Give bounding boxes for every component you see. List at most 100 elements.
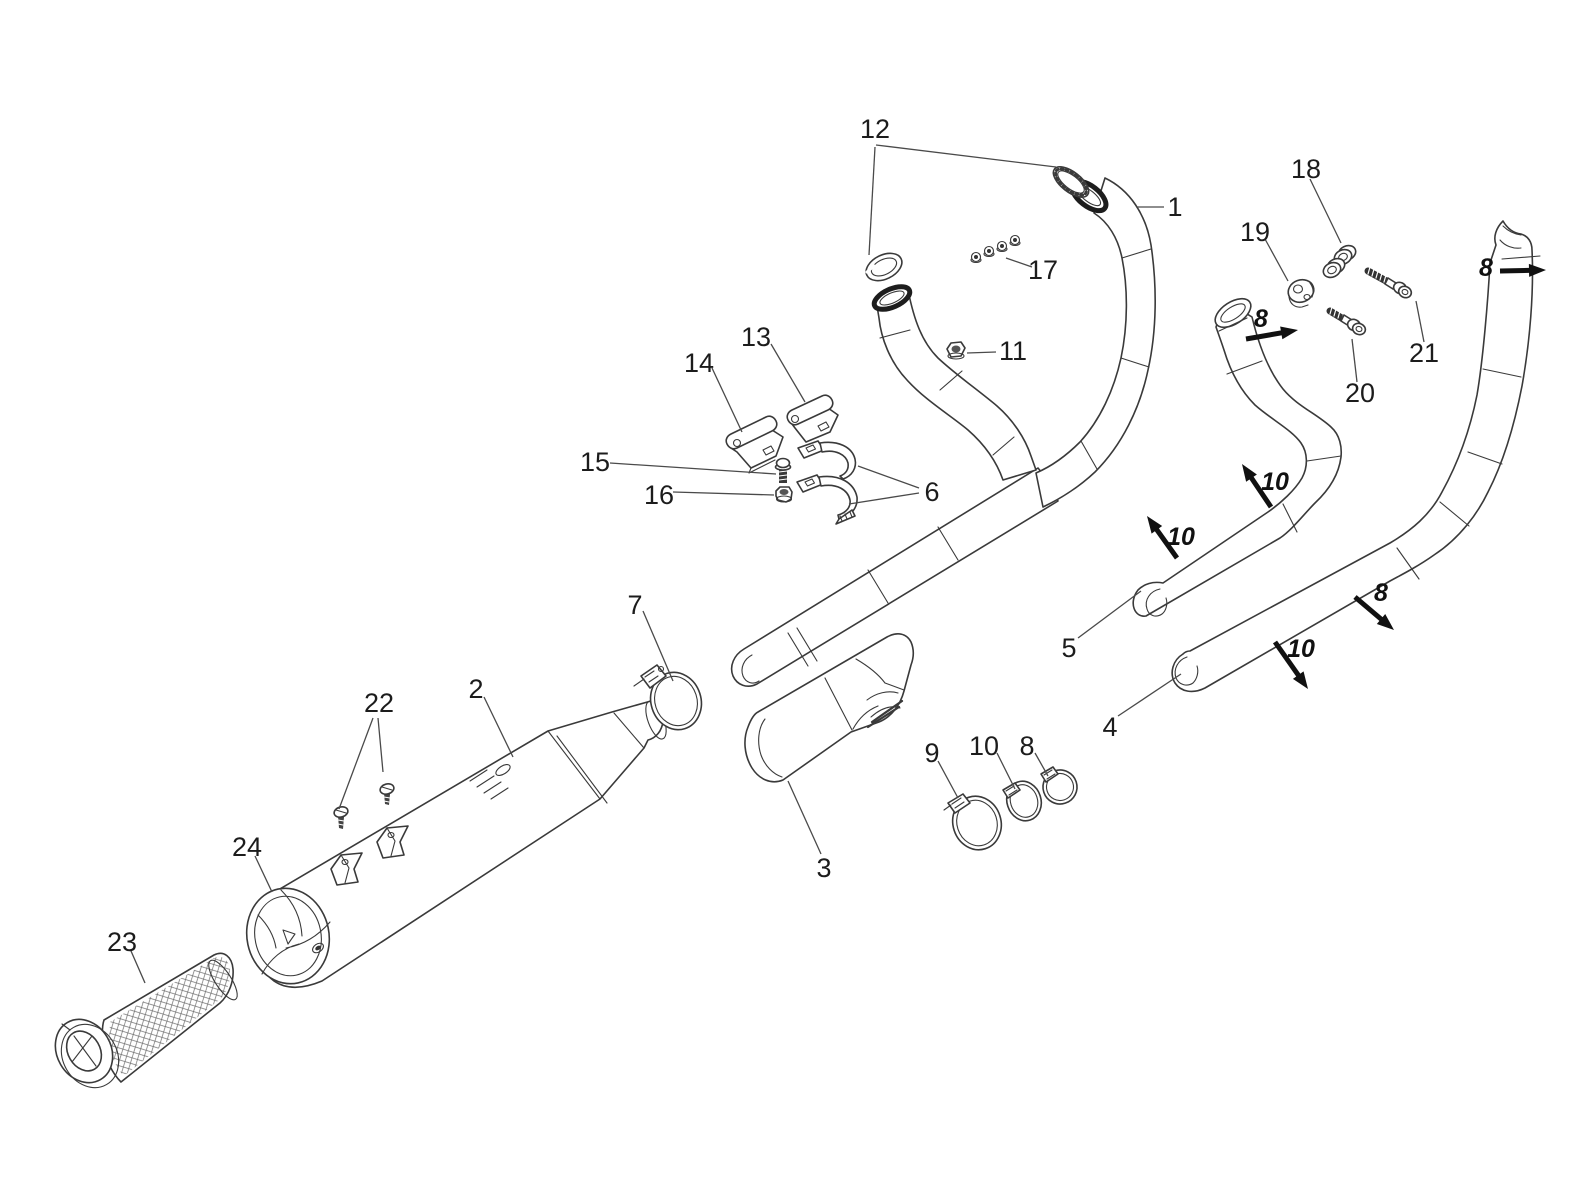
callout-label-7: 7	[627, 590, 642, 620]
direction-arrow-label-3: 10	[1167, 523, 1195, 551]
baffle-tube	[54, 952, 238, 1089]
muffler-body	[249, 700, 667, 989]
leader-line-6	[848, 492, 920, 505]
direction-arrow-shaft-4	[1353, 595, 1386, 624]
direction-arrow-head-3	[1147, 516, 1163, 534]
leader-line-11	[966, 351, 997, 354]
callout-label-8: 8	[1019, 731, 1034, 761]
direction-arrow-head-2	[1242, 464, 1257, 482]
leader-line-21	[1415, 300, 1425, 343]
direction-arrow-shaft-3	[1152, 525, 1180, 560]
leader-line-14	[711, 367, 743, 433]
flange-nut	[946, 341, 966, 360]
callout-label-6: 6	[924, 477, 939, 507]
leader-line-13	[770, 343, 806, 403]
rubber-mount-19	[1287, 278, 1315, 308]
bolt-21	[1364, 266, 1413, 299]
callout-label-21: 21	[1409, 338, 1439, 368]
callout-label-16: 16	[644, 480, 674, 510]
bolt-20	[1326, 306, 1367, 336]
direction-arrow-label-1: 8	[1479, 254, 1493, 282]
callout-label-3: 3	[816, 853, 831, 883]
leader-line-12	[868, 146, 876, 256]
leader-line-16	[672, 491, 775, 496]
leader-line-19	[1264, 238, 1289, 282]
direction-arrows: 8 8 10 10 8 10	[1147, 254, 1546, 689]
callout-label-17: 17	[1028, 255, 1058, 285]
callout-label-24: 24	[232, 832, 262, 862]
leader-line-4	[1117, 673, 1182, 717]
leader-line-22	[338, 717, 374, 810]
bracket-13	[786, 394, 839, 443]
exhaust-gasket-lower	[865, 252, 903, 282]
callout-label-2: 2	[468, 674, 483, 704]
hose-clamp-9	[943, 793, 1003, 851]
leader-line-8	[1034, 752, 1049, 777]
leader-line-23	[130, 950, 146, 984]
callout-label-20: 20	[1345, 378, 1375, 408]
muffler-screws	[333, 783, 395, 829]
bolt-15	[774, 457, 792, 483]
tail-pipe-right	[1171, 220, 1541, 693]
direction-arrow-shaft-0	[1245, 329, 1286, 342]
callout-label-14: 14	[684, 348, 714, 378]
heat-shield-3	[744, 633, 915, 783]
direction-arrow-shaft-5	[1272, 640, 1303, 680]
callout-label-9: 9	[924, 738, 939, 768]
nut-16	[775, 486, 793, 503]
leader-line-12	[875, 144, 1057, 168]
direction-arrow-head-4	[1376, 614, 1394, 630]
callout-label-23: 23	[107, 927, 137, 957]
leader-line-9	[937, 760, 959, 799]
callout-label-13: 13	[741, 322, 771, 352]
header-pipe-1	[1035, 177, 1156, 508]
leader-line-15	[609, 462, 777, 475]
flange-fasteners-set	[970, 234, 1021, 264]
muffler-clamp-7	[633, 664, 703, 731]
callout-label-15: 15	[580, 447, 610, 477]
hose-clamp-10	[1002, 780, 1043, 822]
screw-a	[333, 806, 349, 829]
leader-line-2	[483, 696, 514, 758]
screw-b	[379, 783, 395, 805]
callout-label-4: 4	[1102, 712, 1117, 742]
leader-lines	[130, 144, 1425, 984]
callout-label-12: 12	[860, 114, 890, 144]
direction-arrow-head-1	[1528, 263, 1546, 277]
direction-arrow-label-4: 8	[1374, 579, 1388, 607]
direction-arrow-head-0	[1280, 326, 1298, 340]
callout-label-22: 22	[364, 688, 394, 718]
direction-arrow-label-5: 10	[1287, 635, 1315, 663]
leader-line-6	[857, 465, 920, 489]
callout-label-19: 19	[1240, 217, 1270, 247]
leader-line-10	[996, 752, 1016, 790]
direction-arrow-label-2: 10	[1261, 468, 1289, 496]
bracket-14	[725, 415, 784, 474]
front-header-pipe	[871, 284, 1037, 481]
leader-line-20	[1351, 338, 1358, 383]
leader-line-5	[1077, 590, 1142, 639]
pipe-clamp-halves-6	[796, 440, 858, 525]
muffler-end-cap	[245, 887, 331, 985]
callout-label-1: 1	[1167, 192, 1182, 222]
direction-arrow-head-5	[1292, 671, 1308, 689]
callout-label-11: 11	[999, 336, 1027, 366]
direction-arrow-shaft-1	[1499, 267, 1534, 274]
direction-arrow-label-0: 8	[1254, 305, 1268, 333]
spacers-18	[1322, 244, 1357, 279]
exhaust-gasket-upper	[1052, 166, 1090, 198]
leader-line-7	[642, 610, 674, 682]
callout-label-18: 18	[1291, 154, 1321, 184]
leader-line-17	[1005, 257, 1033, 268]
callout-label-5: 5	[1061, 633, 1076, 663]
rear-header-pipe	[1132, 297, 1343, 617]
hose-clamp-8	[1040, 766, 1078, 805]
callout-label-10: 10	[969, 731, 999, 761]
direction-arrow-shaft-2	[1247, 473, 1274, 509]
leader-line-22	[377, 717, 384, 773]
leader-line-18	[1309, 178, 1342, 244]
leader-line-3	[787, 780, 822, 855]
